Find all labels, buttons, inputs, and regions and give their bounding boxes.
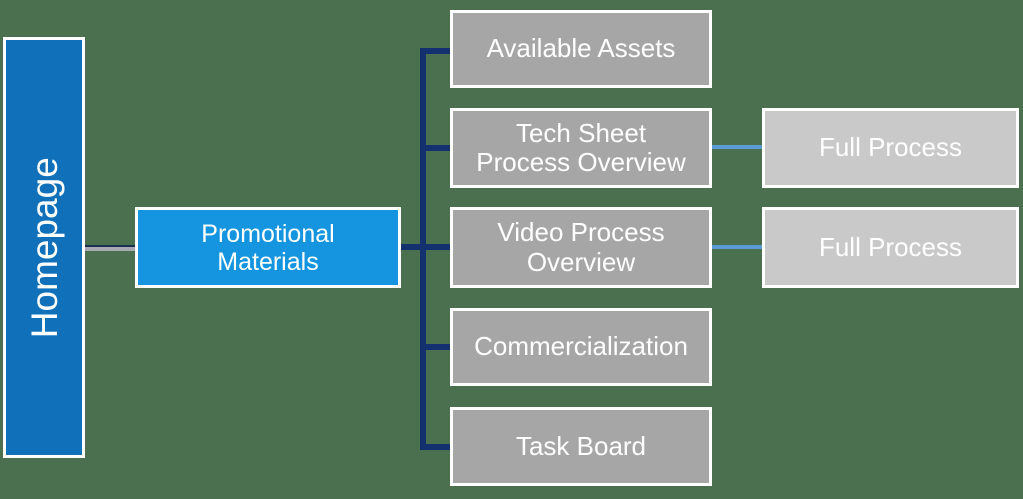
node-available-assets-label: Available Assets <box>486 33 676 64</box>
node-available-assets[interactable]: Available Assets <box>450 10 712 88</box>
connector-branch-commercialization <box>420 344 454 350</box>
node-full-process-video[interactable]: Full Process <box>762 207 1019 288</box>
node-tech-sheet-process-overview-label: Tech Sheet Process Overview <box>476 117 686 177</box>
node-full-process-tech-sheet[interactable]: Full Process <box>762 108 1019 188</box>
node-full-process-tech-sheet-label: Full Process <box>818 132 963 163</box>
node-commercialization-label: Commercialization <box>474 331 688 362</box>
node-homepage-label: Homepage <box>23 156 65 339</box>
connector-branch-tech-sheet <box>420 145 454 151</box>
connector-branch-available-assets <box>420 48 454 54</box>
node-homepage[interactable]: Homepage <box>3 37 85 458</box>
connector-branch-video-process <box>420 244 454 250</box>
connector-tech-sheet-to-full-process <box>710 145 764 149</box>
node-full-process-video-label: Full Process <box>818 231 963 262</box>
connector-branch-task-board <box>420 444 454 450</box>
node-video-process-overview-label: Video Process Overview <box>497 217 665 277</box>
connector-root-to-promotional <box>84 245 138 251</box>
node-promotional-materials-label: Promotional Materials <box>201 219 335 276</box>
connector-video-process-to-full-process <box>710 245 764 249</box>
connector-promotional-to-trunk <box>398 244 424 250</box>
node-task-board-label: Task Board <box>515 430 647 461</box>
node-video-process-overview[interactable]: Video Process Overview <box>450 207 712 288</box>
node-task-board[interactable]: Task Board <box>450 407 712 486</box>
node-tech-sheet-process-overview[interactable]: Tech Sheet Process Overview <box>450 108 712 188</box>
node-commercialization[interactable]: Commercialization <box>450 308 712 386</box>
node-promotional-materials[interactable]: Promotional Materials <box>135 207 401 288</box>
